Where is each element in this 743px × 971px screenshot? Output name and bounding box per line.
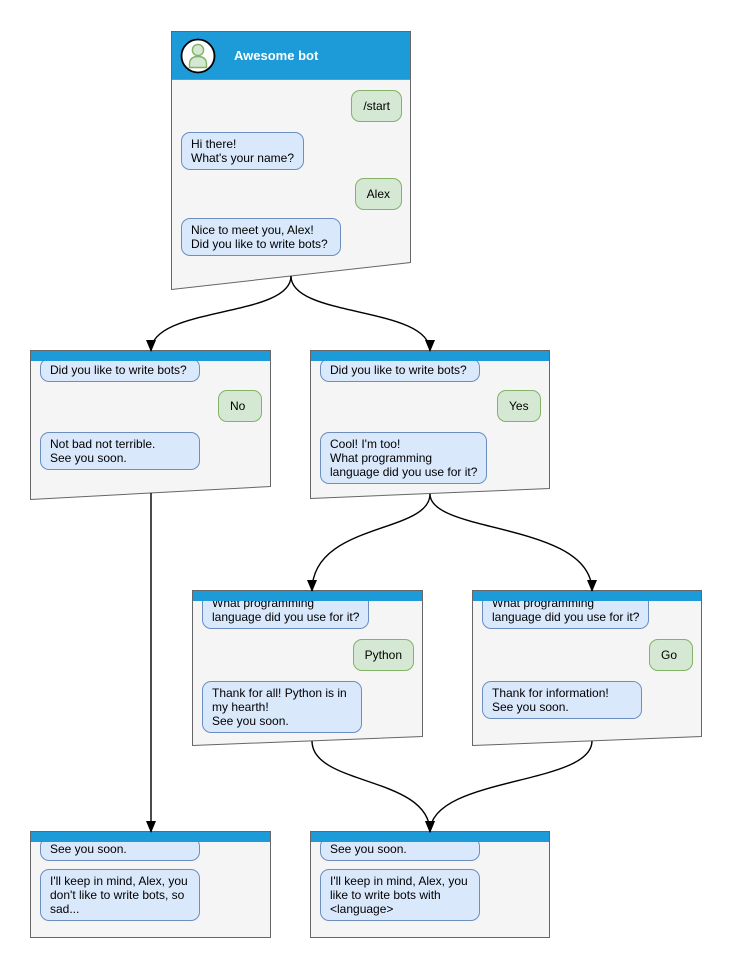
edge-yes-to-python[interactable] <box>307 493 431 592</box>
chat-window-root[interactable]: Awesome bot /start Hi there! What's your… <box>171 31 411 290</box>
window-title-bar <box>31 351 270 361</box>
window-title-bar: Awesome bot <box>172 32 410 80</box>
window-title-bar <box>473 591 701 601</box>
bot-message-bubble: Thank for all! Python is in my hearth! S… <box>202 681 362 733</box>
edge-root-to-no[interactable] <box>146 275 292 352</box>
bot-message-bubble: Did you like to write bots? <box>40 358 200 382</box>
user-message-bubble: Alex <box>354 178 402 210</box>
chat-window-branch-yes[interactable]: Did you like to write bots? Yes Cool! I'… <box>310 350 550 499</box>
edge-root-to-yes[interactable] <box>290 275 435 352</box>
user-message-bubble: Python <box>352 639 414 671</box>
person-icon <box>188 43 208 68</box>
edge-python-to-end[interactable] <box>311 740 435 833</box>
bot-message-bubble: Nice to meet you, Alex! Did you like to … <box>181 218 341 256</box>
bot-avatar-icon <box>180 38 216 73</box>
bot-message-bubble: Thank for information! See you soon. <box>482 681 642 719</box>
edge-yes-to-go[interactable] <box>429 493 597 592</box>
bot-message-bubble: Did you like to write bots? <box>320 358 480 382</box>
chat-window-end-no[interactable]: See you soon. I'll keep in mind, Alex, y… <box>30 831 271 938</box>
bot-message-bubble: I'll keep in mind, Alex, you like to wri… <box>320 869 480 921</box>
bot-message-bubble: Not bad not terrible. See you soon. <box>40 432 200 470</box>
user-message-bubble: Yes <box>497 390 541 422</box>
user-message-bubble: /start <box>351 90 402 122</box>
bot-message-bubble: I'll keep in mind, Alex, you don't like … <box>40 869 200 921</box>
window-title-bar <box>31 832 270 842</box>
window-title-bar <box>311 351 549 361</box>
edge-go-to-end[interactable] <box>425 740 593 833</box>
chat-window-branch-python[interactable]: What programming language did you use fo… <box>192 590 423 746</box>
user-message-bubble: Go <box>649 639 693 671</box>
bot-name-title: Awesome bot <box>234 48 319 63</box>
bot-message-bubble: Cool! I'm too! What programming language… <box>320 432 488 484</box>
window-title-bar <box>193 591 422 601</box>
user-message-bubble: No <box>218 390 262 422</box>
window-title-bar <box>311 832 549 842</box>
chat-window-branch-go[interactable]: What programming language did you use fo… <box>472 590 702 746</box>
chat-window-branch-no[interactable]: Did you like to write bots? No Not bad n… <box>30 350 271 500</box>
bot-message-bubble: Hi there! What's your name? <box>181 132 305 170</box>
chat-window-end-yes[interactable]: See you soon. I'll keep in mind, Alex, y… <box>310 831 550 938</box>
